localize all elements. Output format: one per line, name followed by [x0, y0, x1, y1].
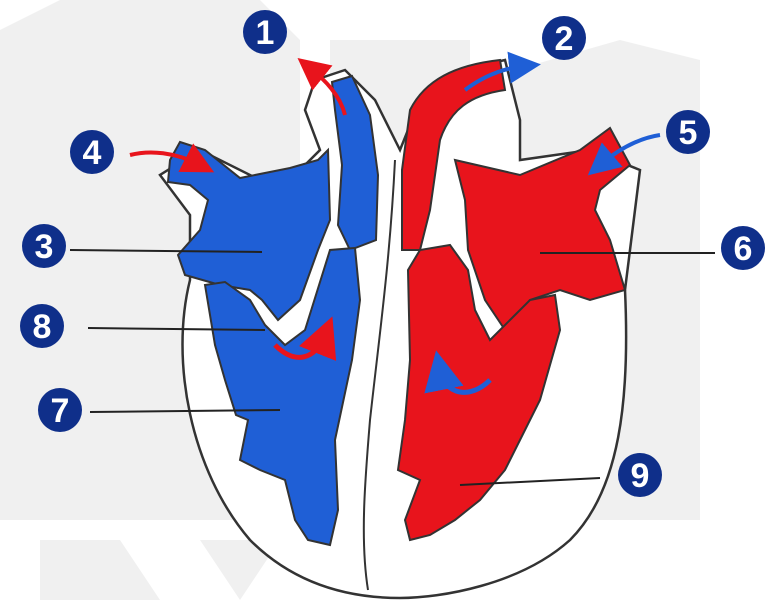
badge-8: 8 [20, 304, 64, 348]
badge-4: 4 [70, 130, 114, 174]
badge-9-label: 9 [631, 457, 650, 495]
badge-3-label: 3 [35, 228, 54, 266]
badge-5-label: 5 [679, 114, 698, 152]
badge-1-label: 1 [256, 14, 275, 52]
badge-1: 1 [243, 10, 287, 54]
badge-7-label: 7 [51, 392, 70, 430]
badge-6-label: 6 [734, 230, 753, 268]
badge-4-label: 4 [83, 134, 102, 172]
badge-8-label: 8 [33, 308, 52, 346]
badge-2: 2 [542, 16, 586, 60]
badge-6: 6 [721, 226, 765, 270]
badge-5: 5 [666, 110, 710, 154]
badge-2-label: 2 [555, 20, 574, 58]
badge-3: 3 [22, 224, 66, 268]
badge-9: 9 [618, 453, 662, 497]
badge-7: 7 [38, 388, 82, 432]
